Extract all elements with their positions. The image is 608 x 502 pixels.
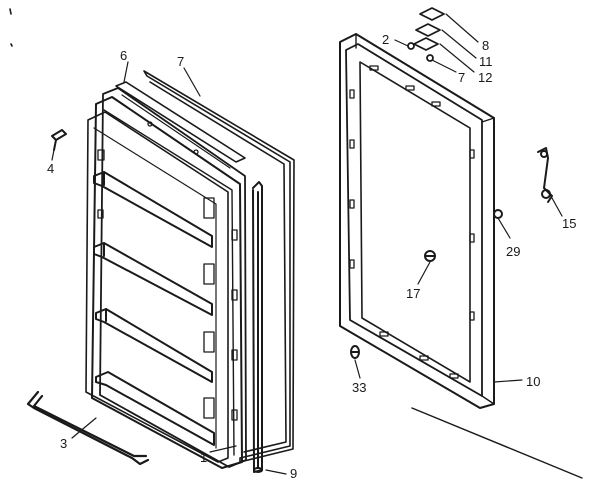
callout-12: 12 [478,70,492,85]
door-liner-wall [85,111,229,463]
door-seal-strip [252,181,263,473]
door-frame [339,33,583,479]
callout-15: 15 [562,216,576,231]
scan-marks [9,8,13,47]
liner-details [97,121,238,421]
callout-9: 9 [290,466,297,481]
callout-3: 3 [60,436,67,451]
handle-clip [537,147,553,203]
leader-lines [51,13,563,475]
door-gasket [143,70,295,463]
callout-5: 6 [120,48,127,63]
door-liner-flange [91,96,243,469]
callout-labels: 6 7 4 3 1 9 2 8 11 12 7 15 29 17 33 10 [47,32,576,481]
door-shelves [93,171,215,446]
callout-4: 4 [47,161,54,176]
door-liner-assembly [85,70,295,473]
callout-1: 1 [200,450,207,465]
callout-33: 33 [352,380,366,395]
frame-details [349,65,475,379]
bail-bracket [26,390,150,466]
screw-29 [493,209,503,219]
callout-6: 7 [177,54,184,69]
callout-2: 2 [382,32,389,47]
callout-7: 7 [458,70,465,85]
callout-10: 10 [526,374,540,389]
hinge-shims [407,7,445,62]
callout-29: 29 [506,244,520,259]
top-trim-strip [115,81,246,163]
callout-11: 11 [479,54,493,69]
callout-17: 17 [406,286,420,301]
fastener-17 [424,250,436,262]
plug-part [51,129,67,151]
screw-33 [350,345,360,359]
callout-8: 8 [482,38,489,53]
